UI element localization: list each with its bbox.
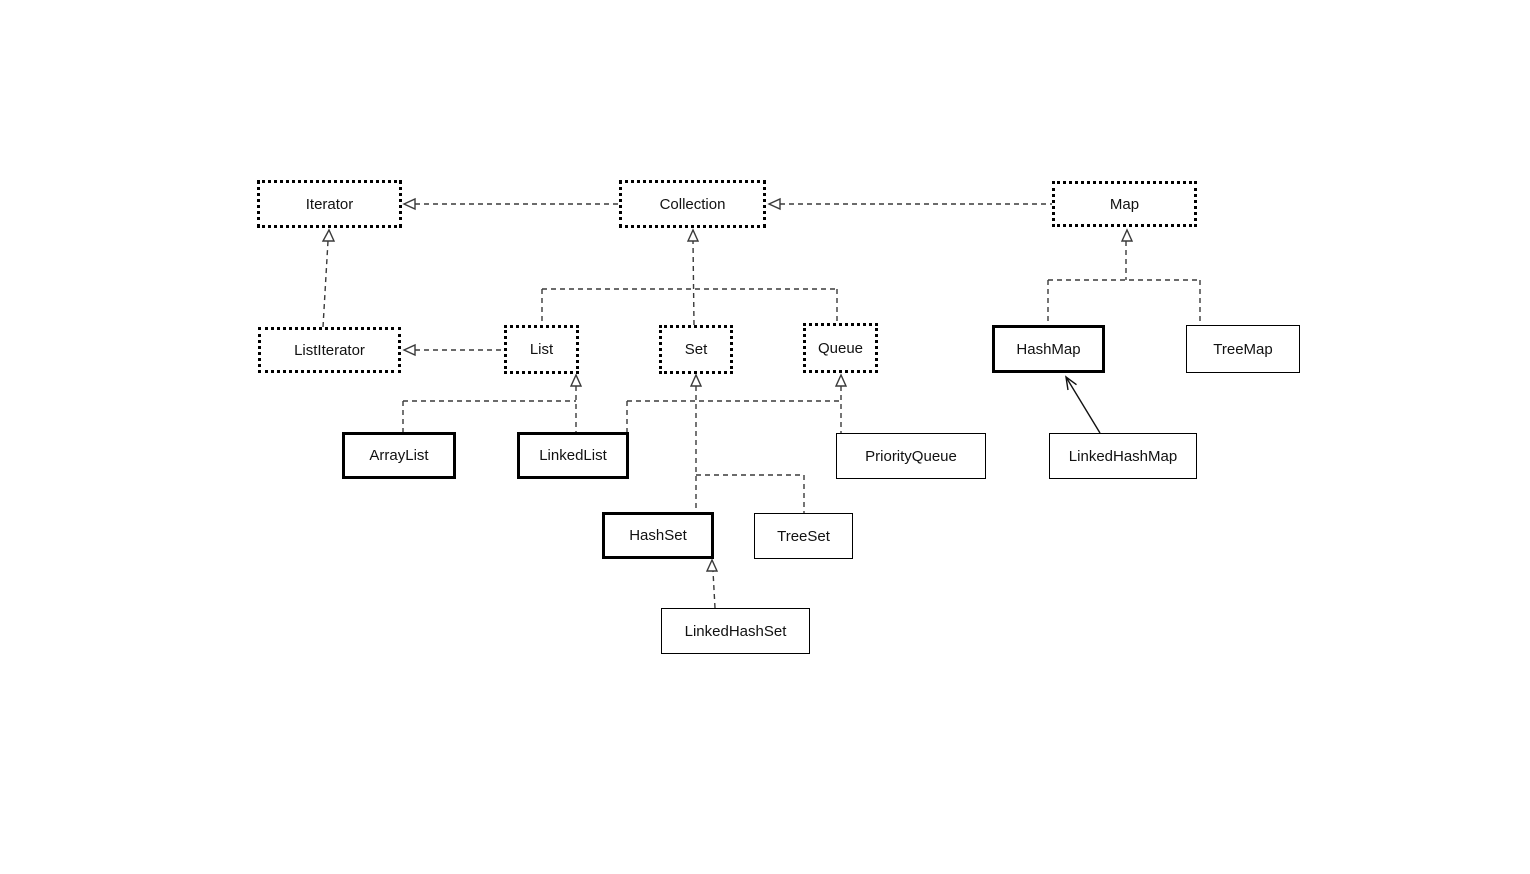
node-linkedhashset[interactable]: LinkedHashSet [661, 608, 810, 654]
node-set[interactable]: Set [659, 325, 733, 374]
edge-linkedhashset-to-hashset [705, 558, 719, 609]
edge-hashset-treeset-to-set [689, 373, 805, 513]
edge-hashmap-treemap-to-map [1047, 228, 1201, 325]
node-list[interactable]: List [504, 325, 579, 374]
node-priorityqueue[interactable]: PriorityQueue [836, 433, 986, 479]
edge-collection-to-iterator [402, 197, 619, 211]
node-queue[interactable]: Queue [803, 323, 878, 373]
node-treemap[interactable]: TreeMap [1186, 325, 1300, 373]
edge-list-to-listiterator [402, 343, 504, 357]
edge-listiterator-to-iterator [321, 228, 336, 328]
edge-map-to-collection [767, 197, 1052, 211]
edge-linkedhashmap-to-hashmap [1065, 375, 1101, 434]
node-hashset[interactable]: HashSet [602, 512, 714, 559]
node-linkedhashmap[interactable]: LinkedHashMap [1049, 433, 1197, 479]
edge-linkedlist-priorityqueue-to-queue [626, 373, 848, 433]
node-arraylist[interactable]: ArrayList [342, 432, 456, 479]
edge-arraylist-linkedlist-to-list [402, 373, 583, 432]
node-listiterator[interactable]: ListIterator [258, 327, 401, 373]
edge-list-set-queue-to-collection [541, 228, 838, 326]
node-linkedlist[interactable]: LinkedList [517, 432, 629, 479]
node-map[interactable]: Map [1052, 181, 1197, 227]
node-treeset[interactable]: TreeSet [754, 513, 853, 559]
node-iterator[interactable]: Iterator [257, 180, 402, 228]
node-hashmap[interactable]: HashMap [992, 325, 1105, 373]
node-collection[interactable]: Collection [619, 180, 766, 228]
